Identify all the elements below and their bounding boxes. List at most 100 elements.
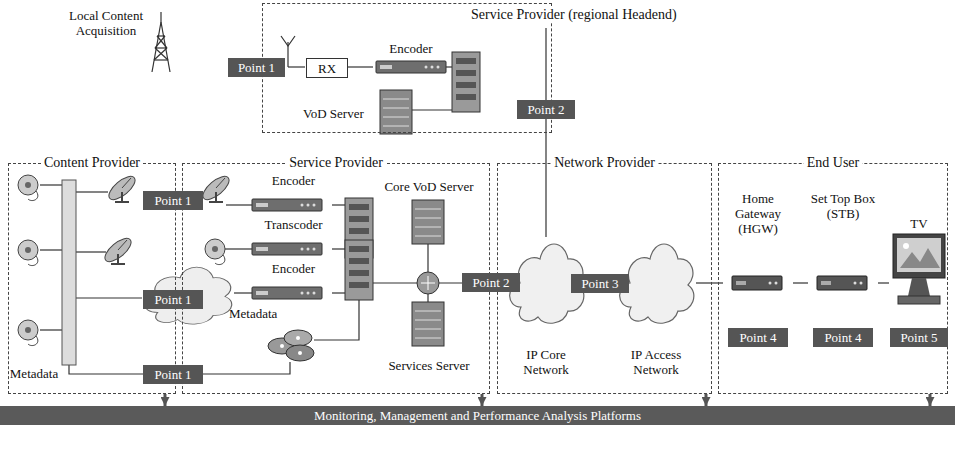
end-user-devices — [900, 248, 940, 268]
cloud-outline — [620, 244, 694, 323]
transcoder-device: Transcoder — [251, 217, 336, 259]
node-label: Point 1 — [238, 60, 275, 75]
service-equipment — [280, 344, 284, 348]
headend-equipment — [452, 52, 480, 112]
antenna-tower — [154, 59, 168, 60]
wire — [226, 204, 252, 205]
provider-region: End UserHome Gateway (HGW)Set Top Box (S… — [718, 163, 948, 394]
node-label: Encoder — [389, 41, 432, 56]
wire — [332, 292, 345, 293]
measure-point: Point 1 — [143, 365, 203, 384]
wire — [76, 191, 108, 192]
region-heading: Service Provider — [286, 155, 386, 170]
end-user-devices — [908, 278, 930, 296]
node-label: TV — [910, 216, 927, 231]
measure-point: Point 4 — [728, 328, 788, 347]
content-sources — [144, 267, 232, 324]
service-equipment — [345, 240, 373, 300]
node-label: Point 1 — [154, 292, 191, 307]
node-label: Point 1 — [154, 193, 191, 208]
wire — [332, 248, 345, 249]
antenna-tower — [152, 12, 170, 72]
region-heading: End User — [804, 155, 863, 170]
end-user-devices — [893, 234, 945, 278]
monitoring-band: Monitoring, Management and Performance A… — [0, 406, 955, 425]
headend-equipment — [376, 61, 446, 73]
measure-point: Point 2 — [517, 100, 575, 119]
wire — [40, 249, 62, 250]
service-equipment — [417, 272, 439, 294]
wire — [225, 248, 252, 249]
node-label: Point 3 — [581, 276, 618, 291]
antenna-tower — [154, 48, 167, 60]
metadata-store: Metadata — [229, 306, 319, 366]
encoder-device: Encoder — [251, 261, 336, 303]
node-label: IP Access Network — [616, 347, 696, 377]
wire — [40, 184, 62, 185]
content-sources — [18, 240, 38, 266]
service-equipment — [428, 276, 429, 290]
node-label: Encoder — [272, 261, 315, 276]
provider-region: Network ProviderIP Core NetworkPoint 3IP… — [497, 163, 712, 394]
connector-line — [348, 66, 373, 67]
end-user-devices — [732, 234, 945, 304]
region-heading: Content Provider — [41, 155, 143, 170]
region-heading: Service Provider (regional Headend) — [468, 7, 680, 22]
wire — [373, 282, 417, 283]
node-label: Point 4 — [739, 330, 776, 345]
node-label: Point 5 — [900, 330, 937, 345]
network-cloud: IP Access Network — [616, 237, 696, 377]
network-cloud: IP Core Network — [506, 237, 586, 377]
receive-antenna — [288, 66, 305, 67]
wire — [76, 297, 142, 298]
regional-headend-region: Service Provider (regional Headend)RXEnc… — [262, 3, 552, 133]
vod-server: VoD Server — [301, 91, 417, 135]
antenna-tower — [157, 35, 165, 36]
wire — [427, 244, 428, 272]
node-label: Point 2 — [527, 102, 564, 117]
service-equipment — [199, 172, 444, 361]
wire — [427, 294, 428, 302]
monitoring-arrow — [481, 394, 484, 406]
service-equipment — [296, 336, 300, 340]
service-equipment — [298, 351, 302, 355]
content-sources — [18, 175, 38, 201]
service-equipment — [205, 239, 225, 265]
wire — [446, 66, 452, 67]
node-label: Transcoder — [264, 217, 322, 232]
monitoring-arrow — [164, 394, 167, 406]
measure-point: Point 5 — [890, 328, 948, 347]
encoder-device: Encoder — [251, 173, 336, 215]
measure-point: Point 1 — [143, 290, 203, 309]
end-user-devices — [732, 276, 782, 290]
service-equipment — [252, 199, 322, 211]
source-label: Local Content Acquisition — [58, 8, 154, 38]
measure-point: Point 3 — [571, 274, 629, 293]
wire — [40, 329, 62, 330]
tv-set: TV — [889, 216, 949, 323]
encoder-device: Encoder — [373, 41, 449, 75]
service-equipment — [252, 287, 322, 299]
antenna-tower — [160, 12, 161, 22]
node-label: Services Server — [388, 358, 469, 373]
connector-line — [793, 282, 808, 283]
measure-point: Point 1 — [228, 58, 285, 77]
measure-point: Point 1 — [143, 191, 203, 210]
services-server: Services Server — [374, 297, 484, 373]
headend-equipment — [380, 90, 412, 134]
connector-line — [545, 133, 546, 237]
set-top-box: Set Top Box (STB) — [808, 191, 878, 293]
node-label: Point 4 — [824, 330, 861, 345]
node-label: IP Core Network — [506, 347, 586, 377]
receiver-box: RX — [306, 58, 348, 78]
receive-antenna — [281, 36, 295, 46]
node-label: Home Gateway (HGW) — [723, 191, 793, 236]
monitoring-arrow — [705, 394, 708, 406]
wire — [40, 28, 546, 374]
service-equipment — [412, 200, 444, 244]
connector-line — [878, 282, 889, 283]
node-label: Core VoD Server — [384, 179, 473, 194]
service-equipment — [412, 302, 444, 346]
